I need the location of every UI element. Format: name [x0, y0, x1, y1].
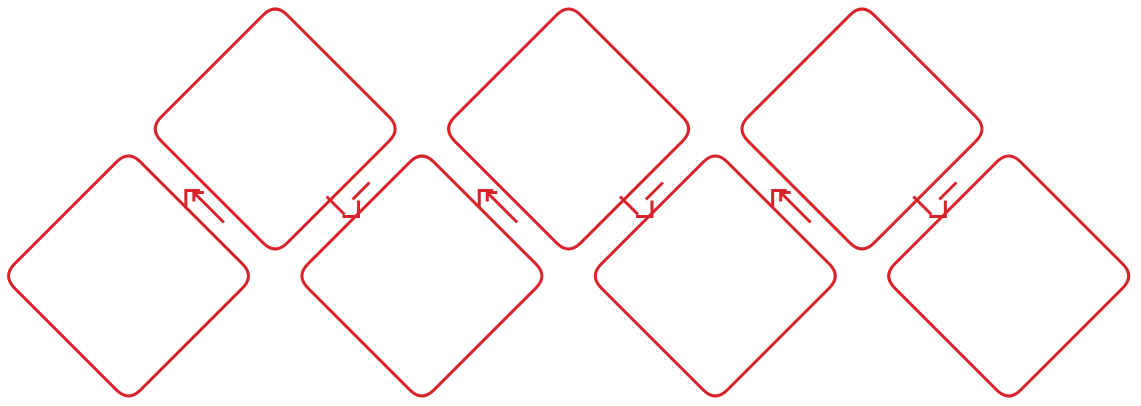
connector-arrow-5 — [771, 188, 812, 224]
arrow-up-right-icon — [477, 188, 519, 224]
connector-arrow-3 — [477, 188, 519, 224]
connector-arrow-1 — [184, 188, 225, 224]
step-diamond-3 — [300, 154, 544, 398]
step-diamond-5 — [593, 154, 837, 398]
arrow-up-right-icon — [184, 188, 225, 224]
arrow-down-right-icon — [325, 181, 371, 218]
step-diamond-2 — [153, 7, 397, 251]
connector-arrow-4 — [618, 181, 665, 218]
step-diamond-7 — [887, 154, 1131, 398]
connector-arrow-6 — [912, 181, 958, 218]
arrow-down-right-icon — [618, 181, 665, 218]
arrow-down-right-icon — [912, 181, 958, 218]
step-diamond-4 — [447, 7, 691, 251]
connector-arrow-2 — [325, 181, 371, 218]
step-diamond-6 — [740, 7, 984, 251]
arrow-up-right-icon — [771, 188, 812, 224]
step-diamond-1 — [7, 154, 250, 398]
